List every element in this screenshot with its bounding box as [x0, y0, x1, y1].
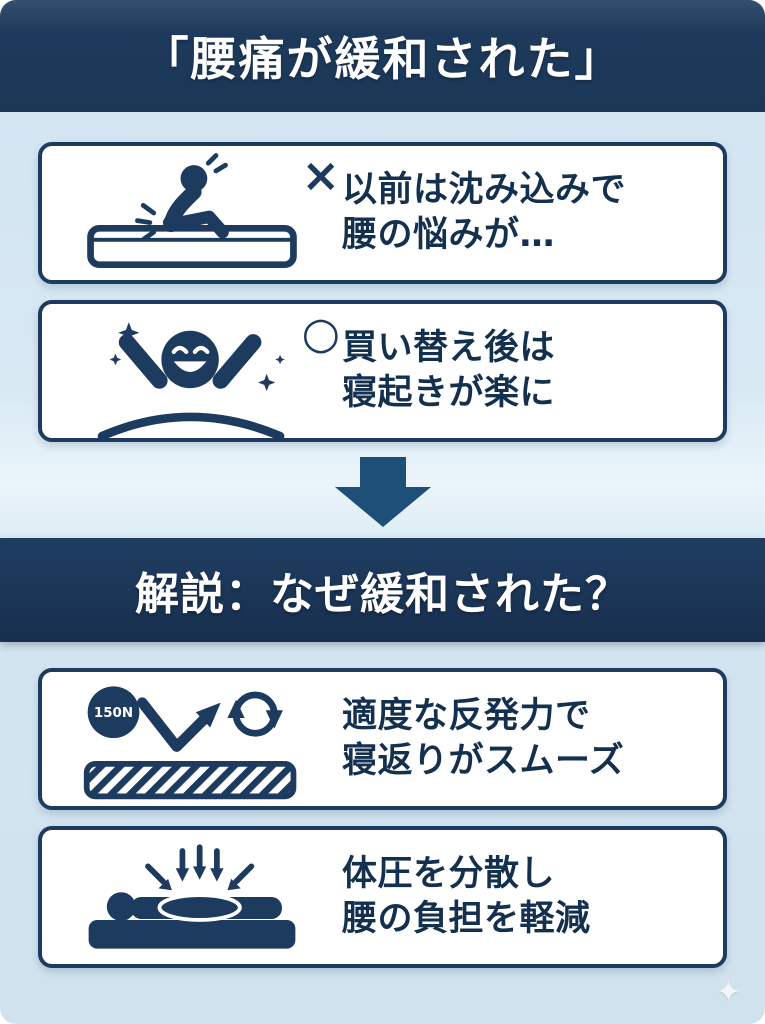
sparkle-icon: ✦	[715, 975, 741, 1010]
text-line: 腰の負担を軽減	[342, 899, 591, 939]
person-back-pain-on-mattress-icon: ×	[42, 146, 342, 280]
text-line: 寝返りがスムーズ	[342, 741, 625, 781]
text-line: 体圧を分散し	[342, 854, 556, 895]
rebound-illustration: 150N	[83, 686, 297, 800]
section-title: 解説：なぜ緩和された？	[135, 569, 630, 620]
card-after-text: 買い替え後は 寝起きが楽に	[342, 326, 723, 416]
card-after-refreshed: ○ 買い替え後は 寝起きが楽に	[38, 300, 727, 442]
mattress-rebound-icon: 150N	[42, 672, 342, 806]
card-before-text: 以前は沈み込みで 腰の悩みが…	[342, 168, 723, 258]
back-pain-illustration	[87, 153, 297, 269]
section-banner: 解説：なぜ緩和された？	[0, 538, 765, 642]
firmness-badge: 150N	[94, 706, 133, 721]
text-line: 適度な反発力で	[342, 696, 591, 737]
card-rebound: 150N 適度な反発力で 寝返りがスムーズ	[38, 668, 727, 810]
wake-up-illustration	[97, 322, 285, 438]
card-before-pain: × 以前は沈み込みで 腰の悩みが…	[38, 142, 727, 284]
text-line: 腰の悩みが…	[342, 215, 556, 255]
text-line: 寝起きが楽に	[342, 373, 556, 413]
person-wake-refreshed-icon: ○	[42, 304, 342, 438]
cross-mark-icon: ×	[301, 148, 340, 202]
card-pressure-text: 体圧を分散し 腰の負担を軽減	[342, 852, 723, 942]
down-arrow-icon	[0, 442, 765, 538]
text-line: 以前は沈み込みで	[342, 170, 627, 211]
text-line: 買い替え後は	[342, 328, 556, 369]
circle-mark-icon: ○	[301, 308, 340, 359]
card-rebound-text: 適度な反発力で 寝返りがスムーズ	[342, 694, 723, 784]
page-title: 「腰痛が緩和された」	[142, 32, 623, 86]
header-banner: 「腰痛が緩和された」	[0, 0, 765, 112]
pressure-illustration	[88, 844, 296, 949]
pressure-distribution-icon	[42, 830, 342, 964]
card-pressure: 体圧を分散し 腰の負担を軽減	[38, 826, 727, 968]
